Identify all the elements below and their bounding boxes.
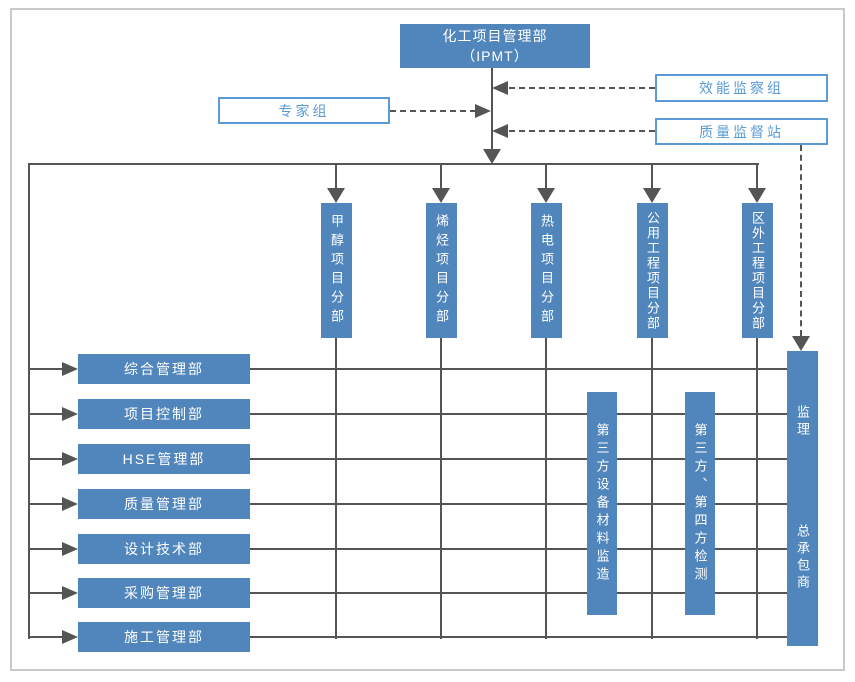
arrow-right-icon (62, 630, 78, 644)
arrow-right-icon (62, 542, 78, 556)
connector-quality-drop-dashed (800, 145, 802, 336)
connector-dept-row (250, 592, 787, 594)
department-box-construction: 施工管理部 (78, 622, 250, 652)
contractor-box: 监理 总承包商 (787, 351, 818, 646)
connector-division-stub (440, 163, 442, 189)
division-box-utilities: 公用工程项目分部 (637, 203, 668, 338)
division-box-thermal-power: 热电项目分部 (531, 203, 562, 338)
connector-quality-dashed (509, 130, 655, 132)
expert-group-box: 专家组 (218, 97, 390, 124)
department-label: 质量管理部 (124, 496, 204, 512)
department-label: 设计技术部 (124, 541, 204, 557)
arrow-left-icon (492, 124, 508, 138)
arrow-right-icon (475, 104, 491, 118)
third-party-label: 第三方设备材料监造 (594, 422, 610, 585)
division-label: 公用工程项目分部 (645, 210, 660, 331)
division-label: 热电项目分部 (539, 213, 554, 328)
efficiency-supervision-box: 效能监察组 (655, 74, 828, 102)
connector-dept-row (250, 636, 787, 638)
department-box-design-tech: 设计技术部 (78, 534, 250, 564)
arrow-right-icon (62, 452, 78, 466)
department-box-quality: 质量管理部 (78, 489, 250, 519)
arrow-down-icon (792, 336, 810, 351)
connector-dept-row (250, 413, 787, 415)
connector-efficiency-dashed (509, 87, 655, 89)
connector-dept-row (250, 503, 787, 505)
third-party-box-testing: 第三方、第四方检测 (685, 392, 715, 615)
quality-supervision-label: 质量监督站 (699, 123, 784, 140)
connector-left-spine (28, 163, 30, 639)
quality-supervision-box: 质量监督站 (655, 118, 828, 145)
efficiency-supervision-label: 效能监察组 (699, 80, 784, 96)
division-box-methanol: 甲醇项目分部 (321, 203, 352, 338)
connector-expert-dashed (390, 110, 476, 112)
connector-top-rail (28, 163, 759, 165)
division-box-olefin: 烯烃项目分部 (426, 203, 457, 338)
connector-division-stub (756, 163, 758, 189)
department-label: HSE管理部 (122, 451, 206, 467)
root-box-ipmt: 化工项目管理部 （IPMT） (400, 24, 590, 68)
connector-dept-row (250, 458, 787, 460)
department-box-hse: HSE管理部 (78, 444, 250, 474)
arrow-down-icon (748, 188, 766, 203)
connector-division-line (440, 338, 442, 639)
connector-dept-arrowline (28, 636, 64, 638)
arrow-down-icon (483, 149, 501, 164)
arrow-left-icon (492, 81, 508, 95)
connector-root-stem (491, 68, 493, 152)
arrow-right-icon (62, 362, 78, 376)
connector-division-line (756, 338, 758, 639)
department-box-procurement: 采购管理部 (78, 578, 250, 608)
arrow-down-icon (432, 188, 450, 203)
connector-dept-row (250, 548, 787, 550)
division-label: 甲醇项目分部 (329, 213, 344, 328)
department-label: 项目控制部 (124, 406, 204, 422)
third-party-box-equipment-supervision: 第三方设备材料监造 (587, 392, 617, 615)
arrow-right-icon (62, 407, 78, 421)
connector-dept-row (250, 368, 787, 370)
arrow-right-icon (62, 586, 78, 600)
department-box-general-admin: 综合管理部 (78, 354, 250, 384)
connector-division-stub (651, 163, 653, 189)
connector-division-line (651, 338, 653, 639)
root-title-line2: （IPMT） (461, 48, 529, 64)
general-contractor-label: 总承包商 (795, 524, 810, 592)
division-label: 烯烃项目分部 (434, 213, 449, 328)
arrow-right-icon (62, 497, 78, 511)
connector-dept-arrowline (28, 413, 64, 415)
root-title-line1: 化工项目管理部 (442, 28, 548, 44)
department-label: 综合管理部 (124, 361, 204, 377)
department-box-project-control: 项目控制部 (78, 399, 250, 429)
connector-dept-arrowline (28, 503, 64, 505)
arrow-down-icon (327, 188, 345, 203)
department-label: 施工管理部 (124, 629, 204, 645)
connector-division-line (335, 338, 337, 639)
department-label: 采购管理部 (124, 585, 204, 601)
connector-dept-arrowline (28, 458, 64, 460)
connector-dept-arrowline (28, 592, 64, 594)
connector-division-line (545, 338, 547, 639)
connector-division-stub (545, 163, 547, 189)
division-box-outside-area: 区外工程项目分部 (742, 203, 773, 338)
connector-dept-arrowline (28, 548, 64, 550)
expert-group-label: 专家组 (278, 102, 330, 119)
arrow-down-icon (643, 188, 661, 203)
supervision-label: 监理 (795, 405, 810, 439)
connector-division-stub (335, 163, 337, 189)
connector-dept-arrowline (28, 368, 64, 370)
third-party-label: 第三方、第四方检测 (692, 422, 708, 585)
arrow-down-icon (537, 188, 555, 203)
division-label: 区外工程项目分部 (750, 210, 765, 331)
outer-frame (10, 8, 845, 671)
